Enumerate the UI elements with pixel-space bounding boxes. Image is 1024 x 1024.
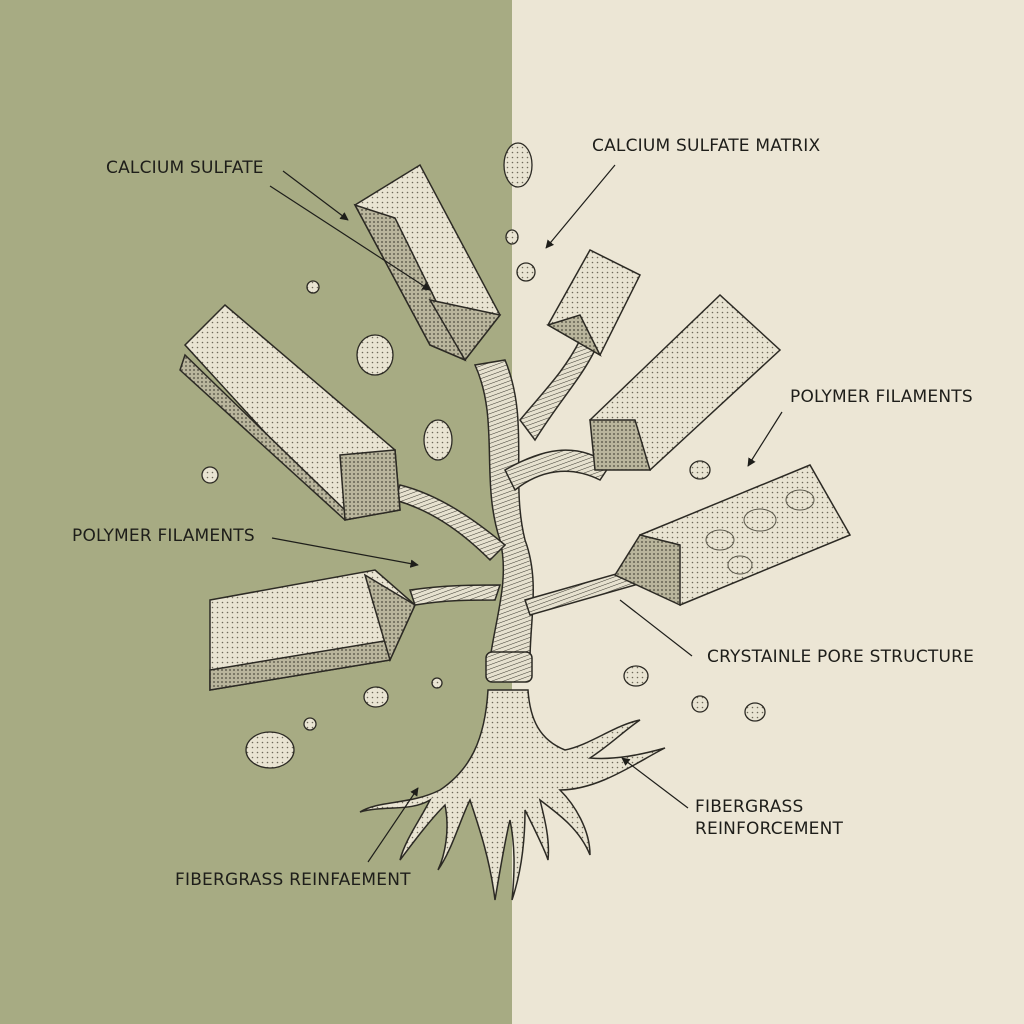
calcium-sulfate-prism-right xyxy=(588,293,782,471)
label-crystalline-pore-structure: CRYSTAINLE PORE STRUCTURE xyxy=(707,647,975,667)
label-polymer-filaments-right: POLYMER FILAMENTS xyxy=(790,387,973,407)
label-polymer-filaments-left: POLYMER FILAMENTS xyxy=(72,526,255,546)
calcium-sulfate-prism-left xyxy=(179,303,401,522)
loose-granules xyxy=(201,142,766,769)
fiber-root-system xyxy=(359,689,666,901)
braided-polymer-trunk xyxy=(394,338,636,683)
label-calcium-sulfate: CALCIUM SULFATE xyxy=(106,158,264,178)
label-fibergrass-reinfaement-left: FIBERGRASS REINFAEMENT xyxy=(175,870,411,890)
calcium-sulfate-prism-upper-left xyxy=(353,163,502,362)
calcium-sulfate-prism-top-right xyxy=(546,249,642,357)
crystalline-pore-prism-lower-right xyxy=(613,464,852,607)
label-calcium-sulfate-matrix: CALCIUM SULFATE MATRIX xyxy=(592,136,821,156)
leader-lines xyxy=(269,164,783,863)
calcium-sulfate-prism-lower-left xyxy=(209,569,416,691)
label-fibergrass-reinforcement-right: FIBERGRASS REINFORCEMENT xyxy=(695,797,844,839)
